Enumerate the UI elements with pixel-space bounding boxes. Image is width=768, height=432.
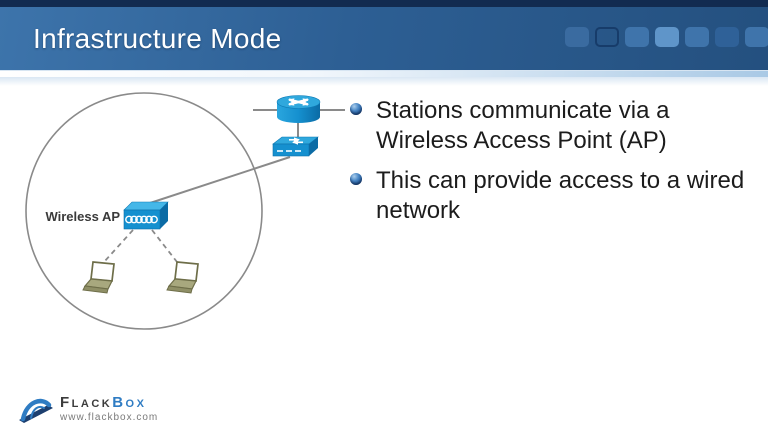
header-square: [595, 27, 619, 47]
bullet-item: This can provide access to a wired netwo…: [350, 166, 760, 226]
ap-laptop-link-right: [151, 229, 178, 263]
brand-secondary: Box: [112, 394, 147, 411]
header-square: [655, 27, 679, 47]
wireless-ap-icon: [123, 201, 169, 230]
flackbox-logo-icon: [19, 398, 53, 423]
topology-canvas: [25, 92, 345, 330]
ap-laptop-link-left: [103, 229, 134, 263]
sphere-bullet-icon: [350, 173, 362, 185]
header-bar: Infrastructure Mode: [0, 7, 768, 70]
brand-primary: Flack: [60, 394, 113, 411]
switch-ap-link: [146, 156, 291, 205]
switch-icon: [272, 136, 319, 157]
footer-logo: FlackBox www.flackbox.com: [18, 390, 158, 424]
header-square: [745, 27, 768, 47]
header-square: [715, 27, 739, 47]
bullet-line: Wireless Access Point (AP): [376, 127, 667, 154]
header-shine-strip: [0, 70, 768, 77]
sphere-bullet-icon: [350, 103, 362, 115]
bullet-line: This can provide access to a wired: [376, 167, 745, 194]
bullet-list: Stations communicate via a Wireless Acce…: [350, 96, 760, 226]
bullet-text: This can provide access to a wired netwo…: [376, 166, 744, 226]
header-square: [565, 27, 589, 47]
wireless-cell-boundary: [25, 92, 263, 330]
router-icon: [276, 95, 321, 123]
page-title: Infrastructure Mode: [33, 22, 282, 54]
bullet-line: network: [376, 197, 461, 224]
bullet-line: Stations communicate via a: [376, 97, 670, 124]
laptop-icon-left: [82, 261, 115, 294]
logo-text-block: FlackBox www.flackbox.com: [60, 390, 158, 423]
header-top-strip: [0, 0, 768, 7]
ap-label: Wireless AP: [45, 209, 120, 224]
header-square: [685, 27, 709, 47]
brand-name: FlackBox: [60, 395, 158, 410]
website-url: www.flackbox.com: [60, 412, 159, 423]
bullet-text: Stations communicate via a Wireless Acce…: [376, 96, 669, 156]
header-squares: [565, 27, 768, 47]
laptop-icon-right: [166, 261, 199, 294]
bullet-item: Stations communicate via a Wireless Acce…: [350, 96, 760, 156]
header-fade-strip: [0, 77, 768, 86]
header-square: [625, 27, 649, 47]
